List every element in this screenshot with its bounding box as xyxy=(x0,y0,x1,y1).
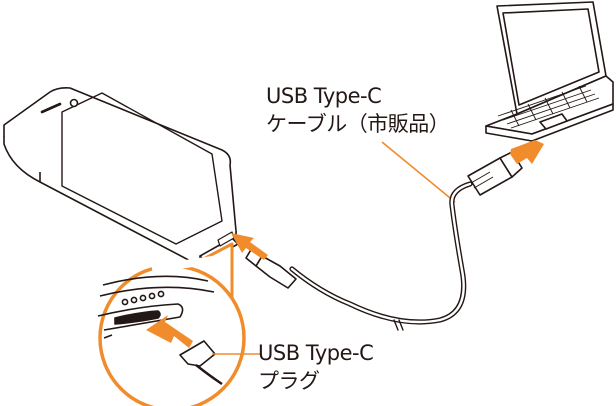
arrow-into-port xyxy=(146,315,193,348)
arrow-to-laptop xyxy=(510,140,544,164)
laptop xyxy=(485,1,614,142)
plug-label-line1: USB Type-C xyxy=(258,341,374,365)
cable-callout-line xyxy=(381,141,456,203)
arrow-to-phone xyxy=(231,233,268,260)
cable-label-line2: ケーブル（市販品） xyxy=(266,112,450,136)
phone xyxy=(3,87,239,267)
plug-label-line2: プラグ xyxy=(258,369,320,393)
usb-a-connector xyxy=(467,151,523,196)
cable-label-line1: USB Type-C xyxy=(266,84,382,108)
usb-c-connector xyxy=(245,247,297,289)
zoom-detail xyxy=(97,242,246,406)
usb-cable xyxy=(289,181,473,331)
